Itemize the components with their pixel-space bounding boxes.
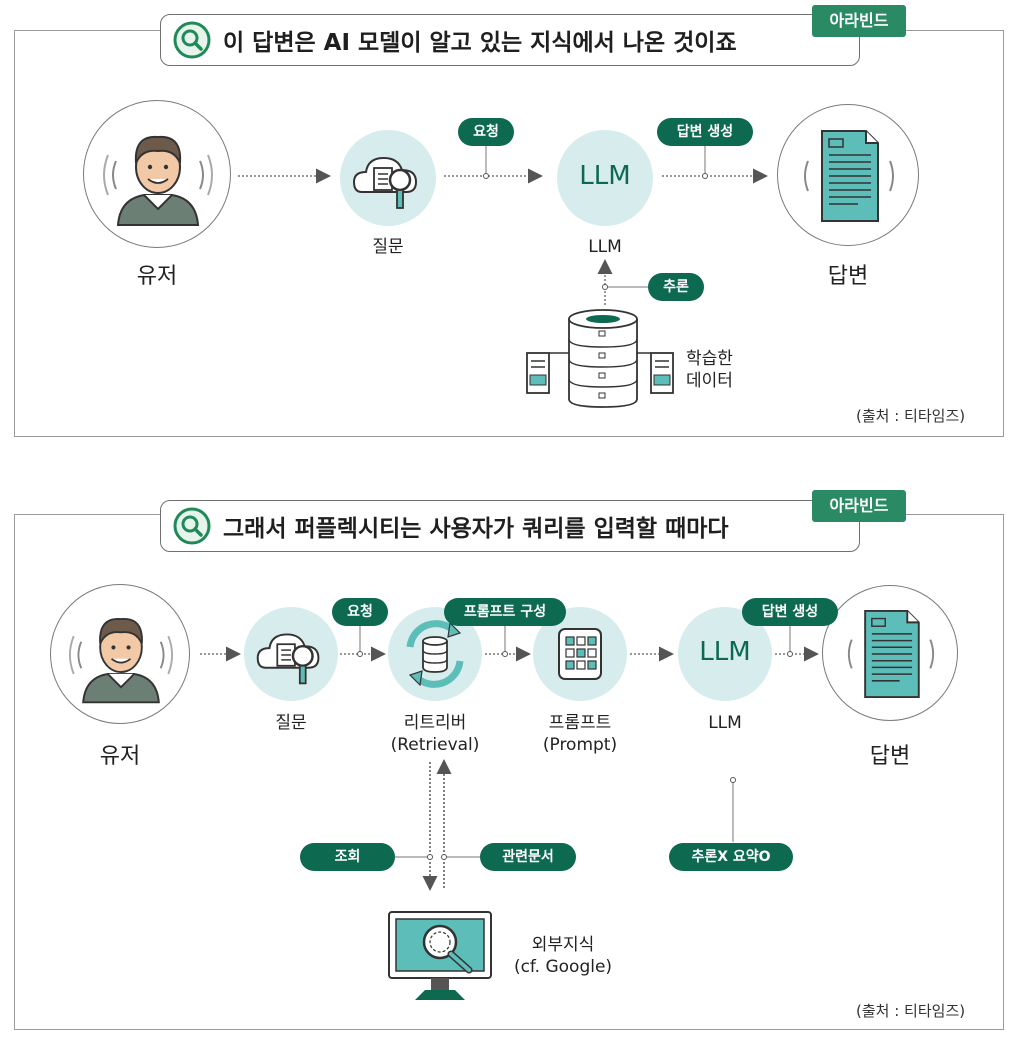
- flow-arrows: [238, 143, 768, 305]
- document-icon: [847, 609, 935, 699]
- prompt-grid-icon: [558, 628, 602, 680]
- request-pill: 요청: [458, 118, 514, 146]
- panel-rag-flow: 그래서 퍼플렉시티는 사용자가 쿼리를 입력할 때마다 아라빈드: [0, 490, 1020, 1040]
- user-label: 유저: [136, 264, 178, 289]
- question-label: 질문: [275, 713, 307, 733]
- external-knowledge-label-line1: 외부지식: [531, 935, 595, 955]
- training-data-label-line2: 데이터: [686, 371, 733, 391]
- database-icon: [568, 309, 638, 408]
- training-data-label-line1: 학습한: [686, 349, 733, 369]
- training-data-label: 학습한 데이터: [686, 348, 756, 392]
- retriever-label-line2: (Retrieval): [390, 735, 480, 755]
- user-label: 유저: [99, 744, 141, 769]
- lookup-pill: 조회: [300, 843, 395, 871]
- cloud-search-icon: [352, 156, 418, 209]
- retriever-label-line1: 리트리버: [403, 713, 467, 733]
- retriever-label: 리트리버 (Retrieval): [375, 712, 495, 756]
- search-icon: [173, 507, 211, 545]
- infer-pill: 추론: [648, 273, 704, 301]
- prompt-label-line2: (Prompt): [542, 735, 618, 755]
- panel-title: 이 답변은 AI 모델이 알고 있는 지식에서 나온 것이죠: [223, 30, 737, 56]
- refresh-database-icon: [406, 620, 464, 688]
- cloud-search-icon: [256, 633, 320, 685]
- external-knowledge-label-line2: (cf. Google): [513, 957, 613, 977]
- brand-badge: 아라빈드: [812, 490, 906, 522]
- user-avatar-icon: [103, 135, 213, 226]
- user-avatar-icon: [68, 618, 174, 704]
- question-node: [244, 607, 338, 701]
- panel-title: 그래서 퍼플렉시티는 사용자가 쿼리를 입력할 때마다: [223, 516, 729, 542]
- compose-pill: 프롬프트 구성: [444, 598, 566, 626]
- source-credit: (출처 : 티타임즈): [856, 1002, 966, 1020]
- llm-circle-text: LLM: [699, 637, 751, 667]
- llm-node: LLM: [678, 607, 772, 701]
- related-docs-pill: 관련문서: [480, 843, 576, 871]
- generate-pill: 답변 생성: [657, 118, 753, 146]
- llm-node: LLM: [557, 130, 653, 226]
- user-node: [50, 584, 190, 724]
- llm-label: LLM: [708, 713, 742, 733]
- question-node: [340, 130, 436, 226]
- panel-title-box: 그래서 퍼플렉시티는 사용자가 쿼리를 입력할 때마다: [160, 500, 860, 552]
- answer-label: 답변: [827, 264, 869, 289]
- server-icon: [526, 352, 674, 394]
- answer-node: [777, 104, 919, 246]
- answer-label: 답변: [869, 744, 911, 769]
- monitor-search-icon: [388, 911, 492, 1000]
- flow-arrows: [200, 623, 819, 891]
- answer-node: [822, 585, 958, 721]
- external-knowledge-label: 외부지식 (cf. Google): [508, 934, 618, 978]
- llm-circle-text: LLM: [579, 161, 631, 191]
- request-pill: 요청: [332, 598, 388, 626]
- user-node: [83, 100, 231, 248]
- prompt-label-line1: 프롬프트: [548, 713, 612, 733]
- document-icon: [804, 130, 894, 222]
- generate-pill: 답변 생성: [742, 598, 838, 626]
- question-label: 질문: [372, 237, 404, 257]
- panel-title-box: 이 답변은 AI 모델이 알고 있는 지식에서 나온 것이죠: [160, 14, 860, 66]
- panel-parametric-knowledge: 이 답변은 AI 모델이 알고 있는 지식에서 나온 것이죠 아라빈드: [0, 0, 1020, 440]
- llm-label: LLM: [588, 237, 622, 257]
- no-infer-summary-pill: 추론X 요약O: [669, 843, 793, 871]
- brand-badge: 아라빈드: [812, 5, 906, 37]
- source-credit: (출처 : 티타임즈): [856, 407, 966, 425]
- training-data-store: [526, 309, 674, 408]
- search-icon: [173, 21, 211, 59]
- prompt-label: 프롬프트 (Prompt): [520, 712, 640, 756]
